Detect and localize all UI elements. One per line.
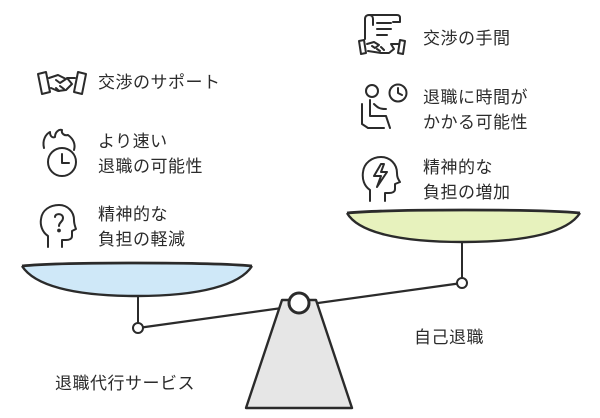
left-item-1-line: 交渉のサポート bbox=[98, 73, 221, 93]
right-side-label: 自己退職 bbox=[414, 328, 484, 348]
left-item-2-text: より速い 退職の可能性 bbox=[98, 130, 203, 180]
left-item-2-line-1: より速い bbox=[98, 132, 168, 152]
alarm-clock-icon bbox=[42, 128, 77, 177]
right-item-1-text: 交渉の手間 bbox=[423, 27, 511, 52]
head-lightning-icon bbox=[361, 156, 401, 202]
right-pan-fill bbox=[347, 210, 580, 242]
left-pan-fill bbox=[22, 263, 252, 296]
left-beam-joint bbox=[132, 322, 144, 334]
right-beam-joint bbox=[456, 277, 468, 289]
fulcrum-pivot bbox=[287, 291, 311, 315]
right-item-2-line-2: かかる可能性 bbox=[423, 113, 528, 133]
thinking-head-icon bbox=[39, 204, 77, 248]
left-item-3-line-2: 負担の軽減 bbox=[98, 230, 186, 250]
right-item-3-line-2: 負担の増加 bbox=[423, 183, 511, 203]
right-pan-rim bbox=[346, 208, 581, 215]
right-item-3-text: 精神的な 負担の増加 bbox=[423, 156, 511, 206]
left-item-2-line-2: 退職の可能性 bbox=[98, 157, 203, 177]
left-pan-bowl bbox=[20, 265, 254, 298]
person-clock-icon bbox=[361, 83, 408, 129]
left-item-3-line-1: 精神的な bbox=[98, 205, 168, 225]
right-item-3-line-1: 精神的な bbox=[423, 158, 493, 178]
handshake-icon bbox=[37, 71, 87, 95]
right-item-1-line: 交渉の手間 bbox=[423, 29, 511, 49]
left-item-1-text: 交渉のサポート bbox=[98, 71, 221, 96]
left-item-3-text: 精神的な 負担の軽減 bbox=[98, 203, 186, 253]
right-pan-bowl bbox=[345, 212, 582, 244]
left-side-label: 退職代行サービス bbox=[55, 374, 195, 394]
fulcrum bbox=[244, 298, 354, 410]
right-item-2-text: 退職に時間が かかる可能性 bbox=[423, 86, 528, 136]
left-pan-rim bbox=[21, 261, 253, 268]
document-handshake-icon bbox=[358, 14, 406, 55]
right-item-2-line-1: 退職に時間が bbox=[423, 88, 528, 108]
